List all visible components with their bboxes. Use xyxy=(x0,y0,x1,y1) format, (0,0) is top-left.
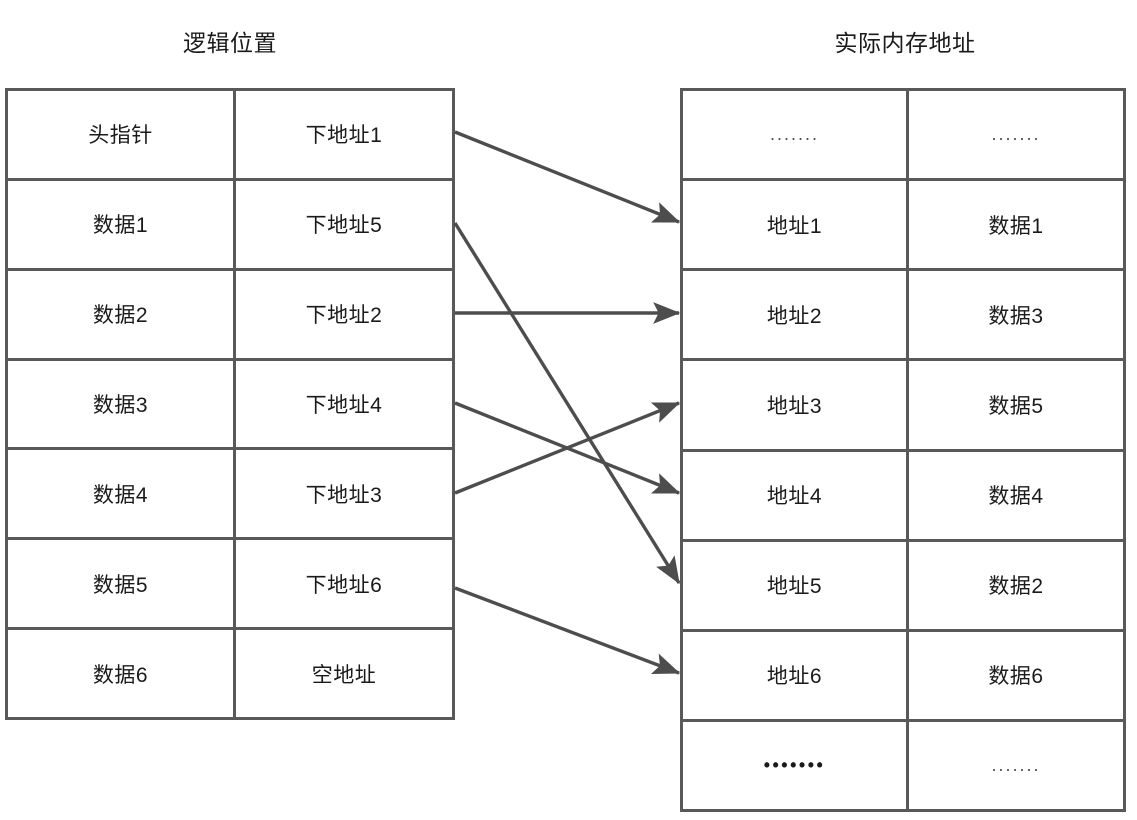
table-row: 地址2 数据3 xyxy=(683,271,1123,362)
memory-address-cell: 地址3 xyxy=(683,361,909,449)
table-row: 数据4 下地址3 xyxy=(8,450,452,541)
table-row: 数据2 下地址2 xyxy=(8,270,452,361)
table-row: 地址3 数据5 xyxy=(683,361,1123,452)
memory-data-cell: 数据3 xyxy=(988,304,1044,328)
logical-next-cell: 下地址4 xyxy=(305,394,383,417)
logical-next-cell: 下地址2 xyxy=(305,304,383,328)
logical-data-cell: 头指针 xyxy=(8,91,236,178)
memory-table: ....... ....... 地址1 数据1 地址2 数据3 地址3 数据5 … xyxy=(680,88,1126,812)
table-row: 数据5 下地址6 xyxy=(8,540,452,631)
memory-address-cell: 地址6 xyxy=(683,631,909,719)
logical-next-cell: 下地址5 xyxy=(305,214,383,238)
memory-address-cell: 地址1 xyxy=(683,181,909,269)
table-row: ••••••• ....... xyxy=(683,721,1123,809)
logical-data-cell: 数据3 xyxy=(8,360,236,448)
logical-data-cell: 数据1 xyxy=(8,180,236,268)
memory-table-title: 实际内存地址 xyxy=(834,30,976,56)
logical-data-cell: 数据4 xyxy=(8,450,236,538)
table-row: 头指针 下地址1 xyxy=(8,91,452,181)
logical-table-title: 逻辑位置 xyxy=(183,30,277,56)
table-row: 数据1 下地址5 xyxy=(8,180,452,271)
memory-address-cell: ••••••• xyxy=(683,721,909,809)
memory-address-cell: 地址4 xyxy=(683,451,909,539)
pointer-arrow xyxy=(453,222,681,585)
table-row: 数据3 下地址4 xyxy=(8,360,452,451)
logical-data-cell: 数据6 xyxy=(8,630,236,718)
memory-data-cell: 数据2 xyxy=(988,575,1044,599)
memory-data-cell: 数据5 xyxy=(988,394,1044,418)
pointer-arrow xyxy=(454,586,681,675)
memory-data-cell: 数据4 xyxy=(988,485,1044,509)
table-row: 数据6 空地址 xyxy=(8,630,452,718)
table-row: ....... ....... xyxy=(683,91,1123,182)
logical-data-cell: 数据5 xyxy=(8,540,236,628)
pointer-arrow xyxy=(454,130,681,224)
table-row: 地址1 数据1 xyxy=(683,181,1123,272)
logical-data-cell: 数据2 xyxy=(8,270,236,358)
logical-table: 头指针 下地址1 数据1 下地址5 数据2 下地址2 数据3 下地址4 数据4 … xyxy=(5,88,455,720)
memory-data-cell: ....... xyxy=(991,754,1041,775)
logical-next-cell: 下地址1 xyxy=(305,124,383,148)
memory-data-cell: ....... xyxy=(991,124,1041,145)
pointer-arrow xyxy=(454,401,681,495)
table-row: 地址6 数据6 xyxy=(683,631,1123,722)
table-row: 地址4 数据4 xyxy=(683,451,1123,542)
pointer-arrow xyxy=(454,401,681,495)
logical-next-cell: 下地址6 xyxy=(305,573,383,597)
memory-data-cell: 数据6 xyxy=(988,665,1044,689)
memory-address-cell: 地址5 xyxy=(683,541,909,629)
memory-address-cell: 地址2 xyxy=(683,271,909,359)
memory-data-cell: 数据1 xyxy=(988,214,1044,238)
table-row: 地址5 数据2 xyxy=(683,541,1123,632)
memory-address-cell: ....... xyxy=(683,91,909,179)
logical-next-cell: 空地址 xyxy=(311,663,377,687)
logical-next-cell: 下地址3 xyxy=(305,483,383,507)
